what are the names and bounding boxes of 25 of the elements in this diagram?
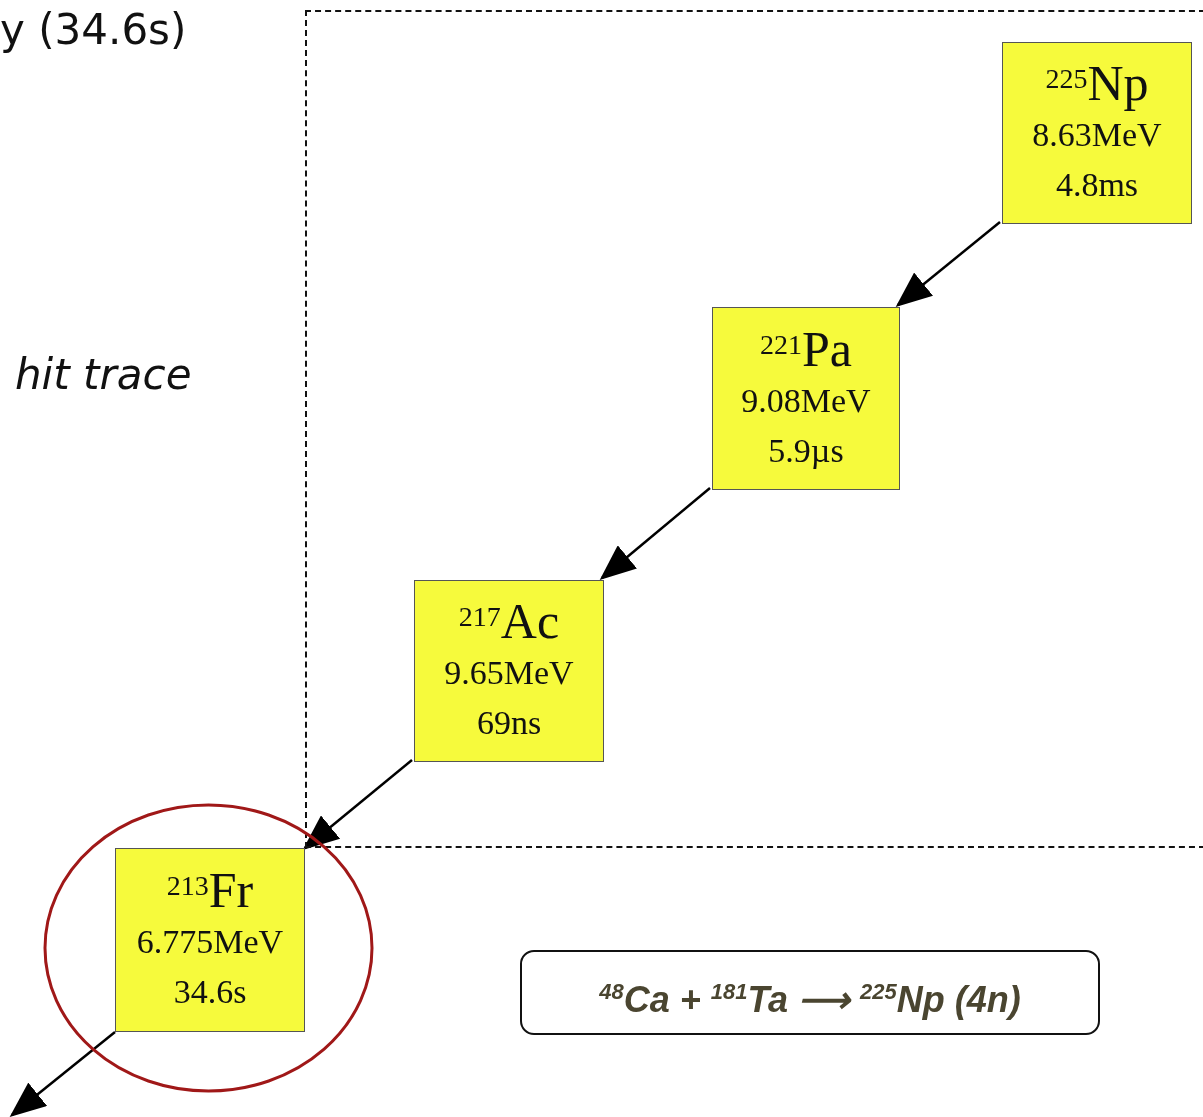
note-text: y (34.6s): [0, 5, 187, 54]
nuclide-symbol: $^{221}$Pa: [760, 321, 852, 376]
arrow: [9, 1031, 116, 1117]
decay-energy: 6.775MeV: [136, 922, 284, 962]
highlight-ellipse: [43, 803, 374, 1093]
arrow: [302, 759, 413, 850]
nuclide-box: [115, 848, 305, 1032]
nuclide-symbol: $^{217}$Ac: [458, 594, 560, 648]
nuclide-box: [414, 580, 604, 762]
arrow: [895, 221, 1001, 307]
dashed-frame: [305, 10, 1203, 848]
nuclide-box: [712, 307, 900, 490]
nuclide-symbol: $^{213}$Fr: [166, 863, 254, 917]
nuclide-symbol: $^{225}$Np: [1045, 56, 1149, 110]
decay-energy: 9.08MeV: [741, 380, 871, 421]
reaction-box: $^{48}$Ca + $^{181}$Ta ⟶ $^{225}$Np (4n): [520, 950, 1100, 1035]
half-life: 5.9µs: [768, 430, 844, 471]
decay-energy: 9.65MeV: [444, 653, 574, 693]
half-life: 4.8ms: [1055, 165, 1139, 205]
decay-energy: 8.63MeV: [1032, 115, 1162, 155]
note-text: hit trace: [15, 350, 192, 399]
arrow: [599, 487, 711, 580]
half-life: 69ns: [476, 703, 542, 743]
nuclide-box: [1002, 42, 1192, 224]
half-life: 34.6s: [173, 972, 247, 1012]
